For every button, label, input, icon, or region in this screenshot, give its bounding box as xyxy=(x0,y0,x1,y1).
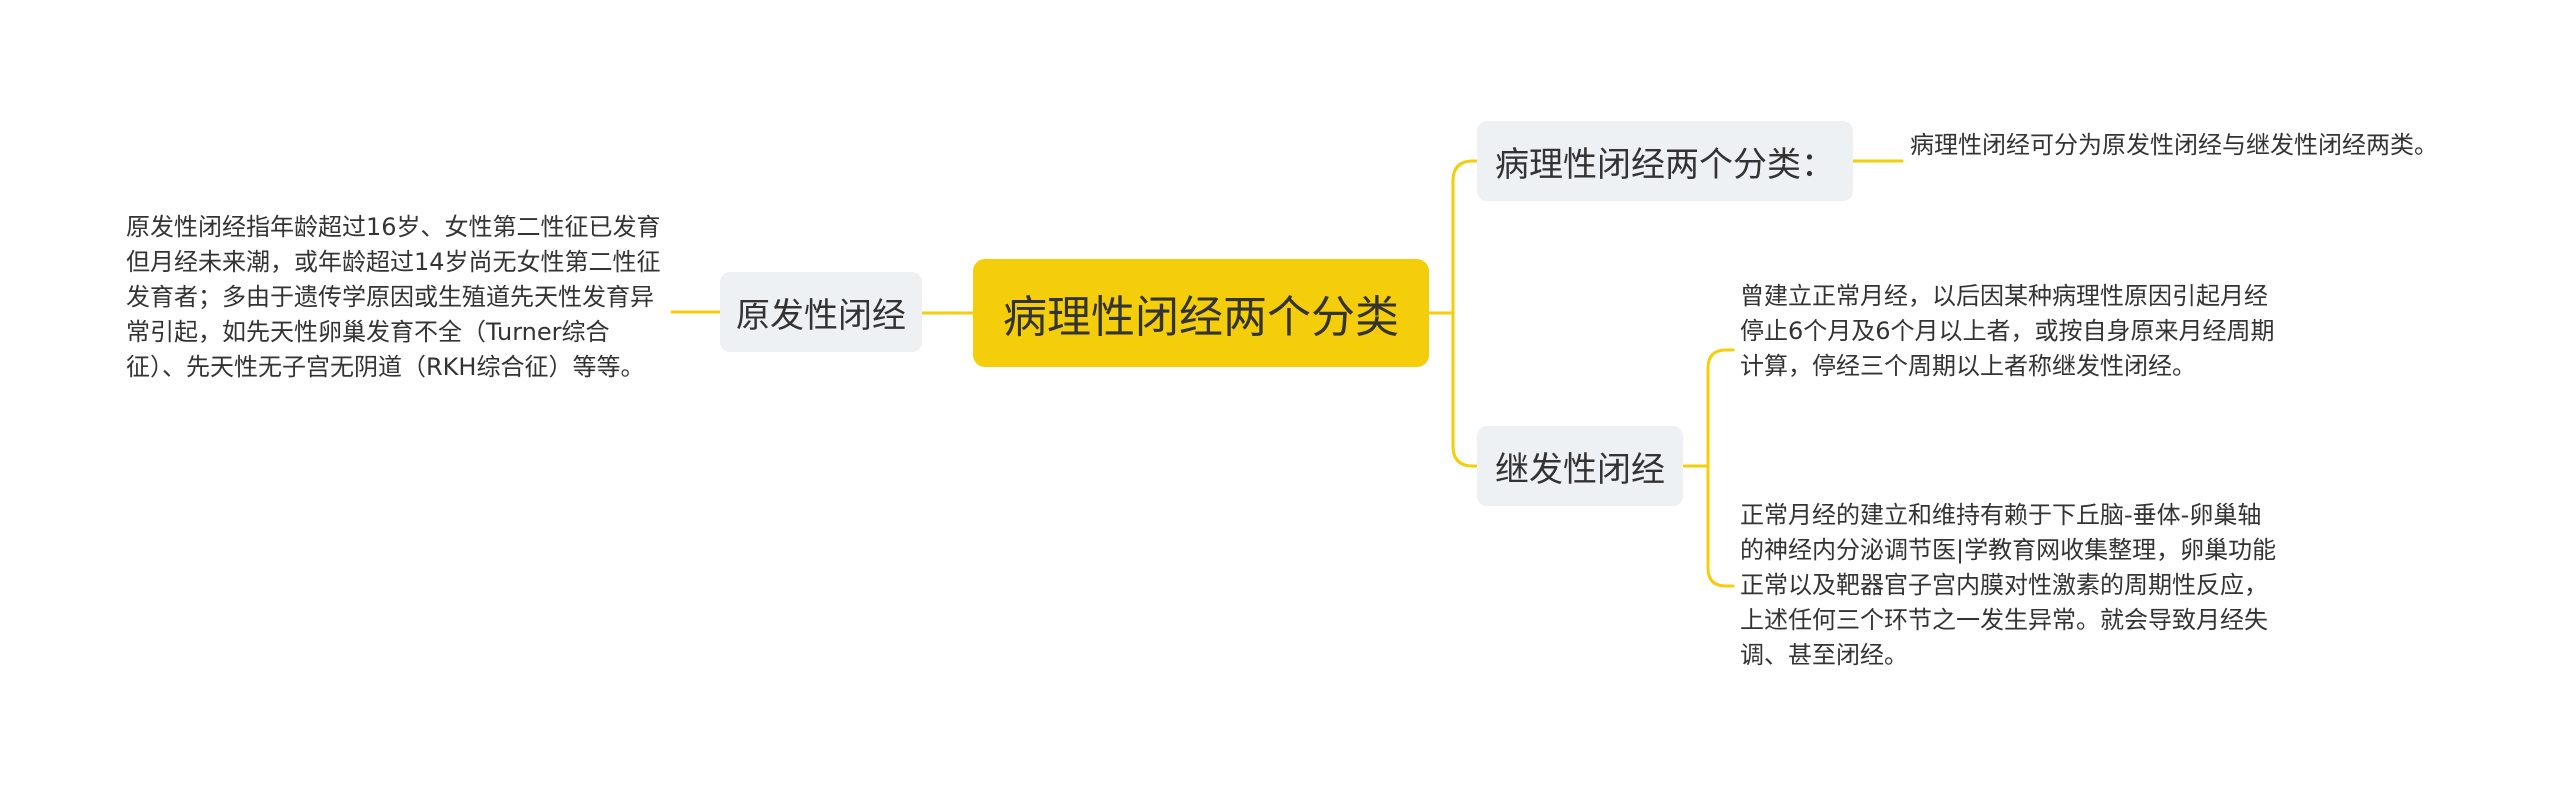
branch-classification[interactable]: 病理性闭经两个分类： xyxy=(1477,121,1853,201)
connector-secondary-detail-2 xyxy=(1706,464,1735,588)
leaf-secondary-detail-2[interactable]: 正常月经的建立和维持有赖于下丘脑-垂体-卵巢轴的神经内分泌调节医|学教育网收集整… xyxy=(1740,501,2277,669)
connector-secondary-detail-1 xyxy=(1706,348,1735,468)
root-topic[interactable]: 病理性闭经两个分类 xyxy=(973,259,1429,367)
connector-right-secondary xyxy=(1451,311,1479,468)
connector-right-classification xyxy=(1451,159,1479,315)
leaf-primary-detail[interactable]: 原发性闭经指年龄超过16岁、女性第二性征已发育但月经未来潮，或年龄超过14岁尚无… xyxy=(126,213,661,381)
leaf-classification-detail[interactable]: 病理性闭经可分为原发性闭经与继发性闭经两类。 xyxy=(1910,131,2438,159)
branch-secondary-amenorrhea[interactable]: 继发性闭经 xyxy=(1477,426,1683,506)
leaf-secondary-detail-1[interactable]: 曾建立正常月经，以后因某种病理性原因引起月经停止6个月及6个月以上者，或按自身原… xyxy=(1740,282,2275,380)
branch-primary-amenorrhea[interactable]: 原发性闭经 xyxy=(720,272,922,352)
